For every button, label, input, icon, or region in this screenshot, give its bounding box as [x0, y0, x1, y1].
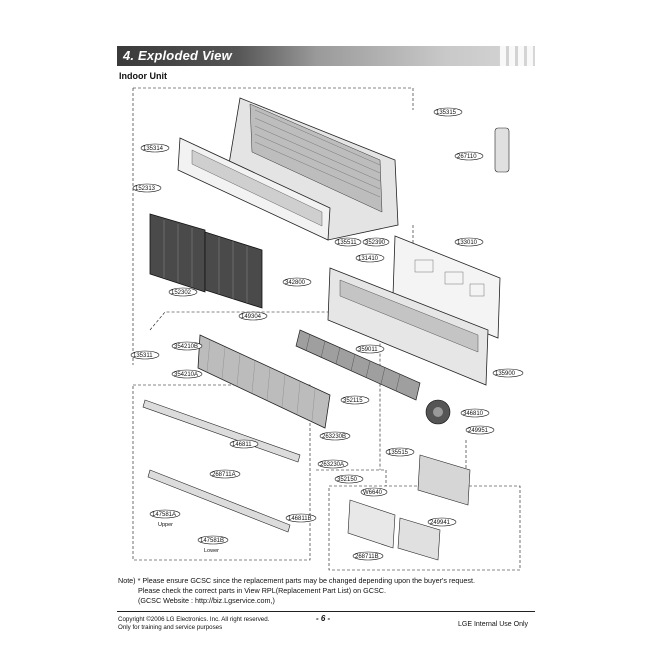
page-number: - 6 -: [316, 614, 331, 623]
note-line: Note) * Please ensure GCSC since the rep…: [118, 576, 475, 585]
part-label-ellipses: [130, 107, 524, 561]
part-label: 146811: [232, 442, 252, 448]
vane-parts-shape: [142, 399, 301, 533]
note-block: Note) * Please ensure GCSC since the rep…: [118, 576, 538, 606]
part-label: 268711B: [355, 554, 379, 560]
filter-shapes: [149, 213, 263, 309]
part-label: 359011: [358, 347, 378, 353]
evaporator-shape: [197, 334, 331, 429]
upper-caption: Upper: [158, 522, 173, 528]
part-label: 249941: [430, 520, 451, 526]
part-label: 135511: [337, 240, 357, 246]
part-label: 149304: [241, 314, 262, 320]
part-label: 147581B: [200, 538, 224, 544]
part-label: 152313: [135, 186, 156, 192]
part-label: 352115: [343, 398, 363, 404]
part-label: 263230B: [322, 434, 346, 440]
part-label: 135900: [495, 371, 516, 377]
part-label: 352150: [337, 477, 358, 483]
part-label: 249951: [468, 428, 489, 434]
part-label: 342800: [285, 280, 306, 286]
lower-caption: Lower: [204, 548, 219, 554]
part-label: 267110: [457, 154, 477, 160]
training-text: Only for training and service purposes: [118, 624, 223, 631]
page-title: 4. Exploded View: [123, 48, 232, 63]
part-label: 354210A: [174, 372, 198, 378]
part-label: 135311: [133, 353, 153, 359]
control-box-shape: [347, 454, 471, 561]
section-banner: 4. Exploded View: [117, 46, 535, 66]
part-label: 131410: [358, 256, 379, 262]
part-label: 147581A: [152, 512, 176, 518]
remote-control-shape: [494, 127, 510, 173]
section-title: Indoor Unit: [119, 71, 167, 81]
note-line: Please check the correct parts in View R…: [138, 586, 386, 595]
part-label: 354210B: [174, 344, 198, 350]
part-label: 268711A: [212, 472, 236, 478]
part-label: 135515: [388, 450, 409, 456]
wall-chassis-shape: [227, 97, 399, 241]
part-label: 133010: [457, 240, 478, 246]
part-label: 263230A: [320, 462, 344, 468]
note-line: (GCSC Website : http://biz.Lgservice.com…: [138, 596, 275, 605]
part-labels: 135315 135314 267110 152313 135511 35239…: [133, 110, 516, 560]
footer-copyright: Copyright ©2006 LG Electronics. Inc. All…: [118, 616, 269, 632]
part-label: 146811B: [288, 516, 312, 522]
base-chassis-shape: [327, 267, 489, 386]
cross-flow-fan-shape: [295, 329, 421, 401]
installation-plate-shape: [392, 235, 501, 339]
internal-use-text: LGE Internal Use Only: [458, 621, 529, 628]
part-label: 135315: [436, 110, 457, 116]
part-label: 152302: [171, 290, 192, 296]
part-label: 135314: [143, 146, 164, 152]
part-label: 346810: [463, 411, 484, 417]
front-panel-shape: [177, 137, 331, 241]
banner-decoration: [500, 46, 533, 66]
footer-divider: [117, 611, 535, 612]
motor-shape: [425, 399, 451, 425]
copyright-text: Copyright ©2006 LG Electronics. Inc. All…: [118, 616, 270, 623]
part-label: 352390: [365, 240, 386, 246]
part-label: W6640: [363, 490, 383, 496]
